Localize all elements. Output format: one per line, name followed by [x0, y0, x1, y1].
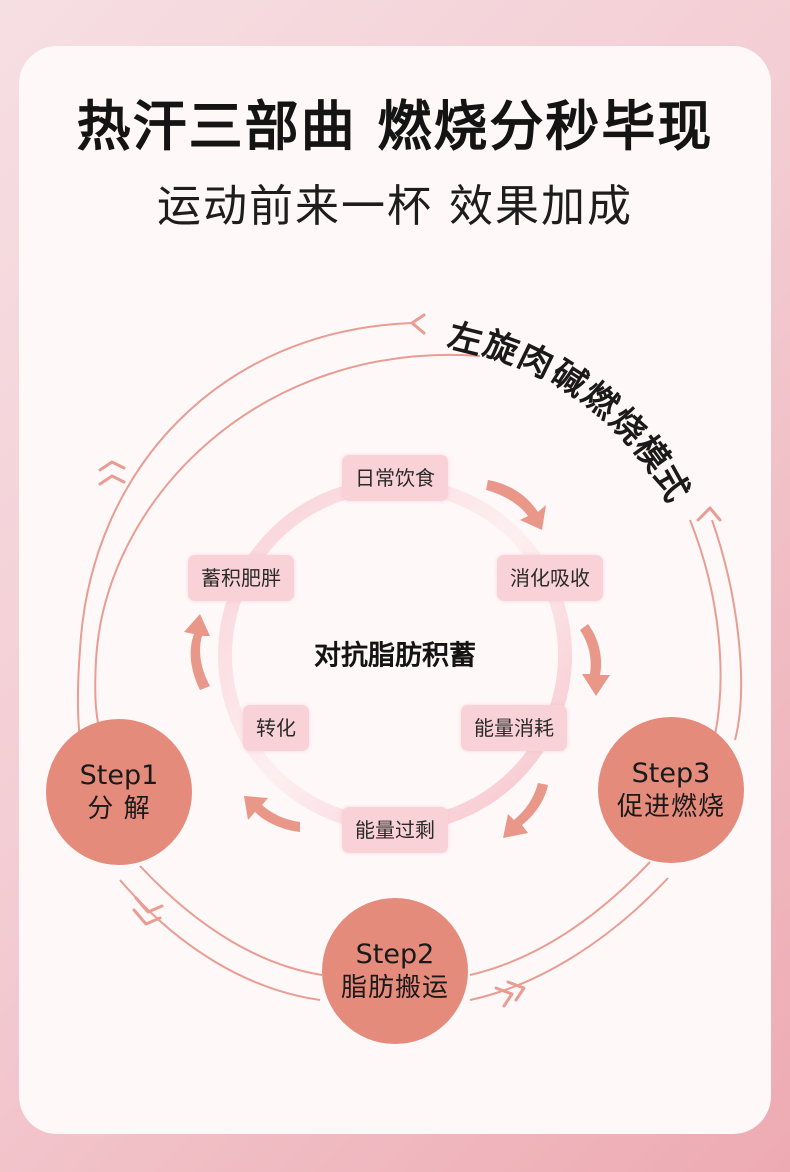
arrow-transform-to-obesity-icon	[184, 614, 210, 690]
arrow-digest-to-consume-icon	[580, 624, 610, 696]
inner-arc-top-left	[94, 353, 481, 741]
step3-circle: Step3 促进燃烧	[598, 717, 744, 863]
inner-arc-right	[689, 519, 722, 736]
arrow-consume-to-surplus-icon	[503, 783, 548, 838]
arrow-diet-to-digest-icon	[486, 480, 546, 530]
node-transformation: 转化	[243, 705, 309, 751]
outer-arc-right	[711, 519, 743, 741]
chevron-bottom-left-upper-icon	[134, 896, 164, 914]
chevron-bottom-right-upper-icon	[506, 980, 526, 1002]
chevron-bottom-right-lower-icon	[494, 986, 514, 1008]
node-digestion-absorption: 消化吸收	[497, 555, 603, 601]
inner-arc-bottom-left	[139, 865, 323, 976]
chevron-right-icon	[696, 506, 722, 522]
chevron-top-icon	[410, 313, 426, 335]
step1-circle: Step1 分 解	[46, 719, 192, 865]
node-daily-diet: 日常饮食	[342, 455, 448, 501]
arrow-surplus-to-transform-icon	[244, 796, 300, 832]
chevron-left-lower-icon	[98, 474, 126, 486]
step2-circle: Step2 脂肪搬运	[322, 898, 468, 1044]
chevron-bottom-left-lower-icon	[132, 908, 162, 926]
page-subtitle: 运动前来一杯 效果加成	[157, 181, 633, 232]
node-fat-accumulation: 蓄积肥胖	[188, 555, 294, 601]
step2-number: Step2	[355, 938, 435, 970]
outer-arc-top-left	[76, 322, 413, 761]
step1-label: 分 解	[87, 793, 151, 824]
outer-arc-bottom-left	[119, 879, 321, 1001]
node-energy-surplus: 能量过剩	[342, 807, 448, 853]
outer-cycle-chevrons	[98, 313, 722, 1008]
step1-number: Step1	[79, 759, 159, 791]
node-energy-consumption: 能量消耗	[461, 705, 567, 751]
chevron-left-upper-icon	[98, 460, 126, 472]
step3-label: 促进燃烧	[616, 791, 725, 822]
center-label: 对抗脂肪积蓄	[314, 640, 476, 672]
step3-number: Step3	[631, 757, 711, 789]
outer-arc-bottom-right	[469, 877, 669, 1001]
inner-arc-bottom-right	[469, 861, 651, 976]
page-title: 热汗三部曲 燃烧分秒毕现	[76, 95, 714, 158]
inner-cycle-arrows	[184, 480, 610, 838]
step2-label: 脂肪搬运	[340, 972, 449, 1003]
